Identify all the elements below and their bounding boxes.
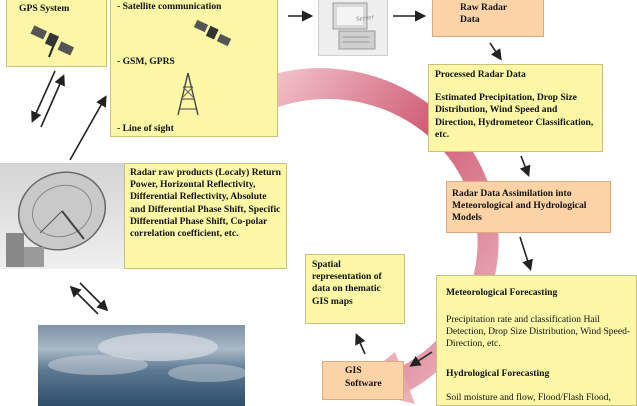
server-computer-icon: Server: [318, 0, 388, 56]
communication-box: - Satellite communication - GSM, GPRS - …: [110, 0, 278, 137]
data-assimilation-box: Radar Data Assimilation into Meteorologi…: [446, 181, 611, 233]
hydrological-forecasting-title: Hydrological Forecasting: [446, 368, 550, 379]
hydrological-forecasting-body: Soil moisture and flow, Flood/Flash Floo…: [446, 392, 611, 403]
processed-radar-data-box: Processed Radar Data Estimated Precipita…: [428, 64, 603, 152]
gps-system-title: GPS System: [19, 3, 70, 14]
processed-radar-data-title: Processed Radar Data: [435, 69, 526, 80]
raw-radar-data-box: Raw Radar Data: [432, 0, 544, 37]
gps-system-box: GPS System: [6, 0, 107, 67]
raw-radar-data-line1: Raw Radar: [460, 2, 508, 13]
forecasting-box: Meteorological Forecasting Precipitation…: [436, 275, 637, 406]
processed-radar-data-body: Estimated Precipitation, Drop Size Distr…: [435, 92, 594, 140]
gis-software-box: GIS Software: [322, 361, 404, 400]
radar-raw-products-box: Radar raw products (Localy) Return Power…: [124, 163, 287, 269]
spatial-representation-box: Spatial representation of data on themat…: [305, 254, 405, 324]
data-assimilation-text: Radar Data Assimilation into Meteorologi…: [452, 188, 587, 224]
meteorological-forecasting-title: Meteorological Forecasting: [446, 287, 558, 298]
gis-software-line2: Software: [345, 378, 382, 389]
spatial-representation-text: Spatial representation of data on themat…: [312, 259, 382, 307]
satellite-communication-label: - Satellite communication: [117, 1, 222, 12]
meteorological-forecasting-body: Precipitation rate and classification Ha…: [446, 314, 631, 350]
radar-raw-products-text: Radar raw products (Localy) Return Power…: [130, 167, 282, 240]
gis-software-line1: GIS: [345, 365, 362, 376]
line-of-sight-label: - Line of sight: [117, 123, 174, 134]
antenna-tower-icon: [177, 72, 199, 116]
satellite-icon: [30, 25, 75, 58]
gsm-gprs-label: - GSM, GPRS: [117, 56, 175, 67]
radar-dish-icon: [0, 163, 128, 269]
clouds-photo: [38, 325, 245, 406]
satellite-icon: [193, 19, 232, 47]
raw-radar-data-line2: Data: [460, 14, 480, 25]
